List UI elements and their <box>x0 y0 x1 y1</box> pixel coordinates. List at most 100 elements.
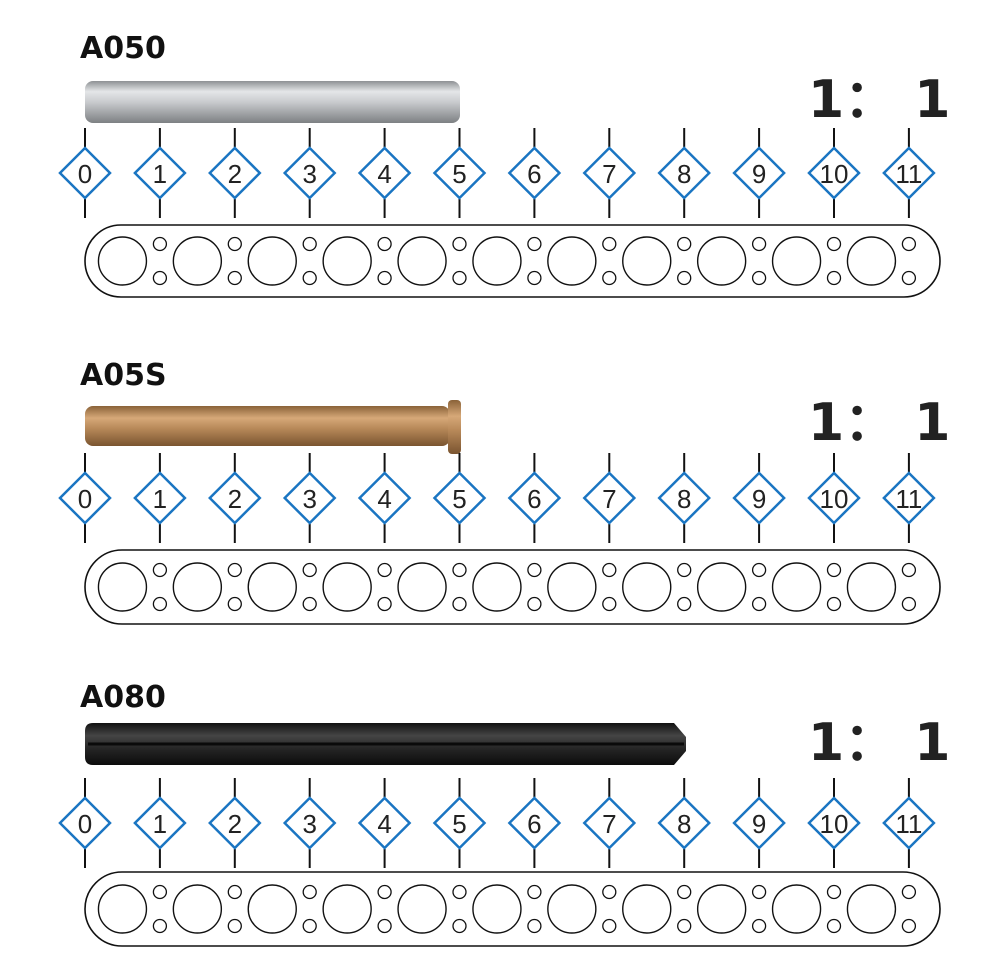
ruler-number: 8 <box>677 809 691 839</box>
beam-hole-small <box>527 270 542 286</box>
beam-hole-small <box>901 270 917 286</box>
beam-hole-large <box>247 884 297 934</box>
ruler-number: 7 <box>602 809 616 839</box>
rod-body <box>85 406 450 446</box>
beam-hole-large <box>247 562 297 612</box>
ruler-mark: 6 <box>507 453 562 543</box>
scale-ratio: 1： 1 <box>808 70 950 130</box>
ruler-number: 1 <box>153 159 167 189</box>
ruler-diamond <box>807 471 861 525</box>
ruler-number: 4 <box>377 809 391 839</box>
ruler-mark: 5 <box>432 128 487 218</box>
ruler-mark: 8 <box>657 453 711 543</box>
beam-hole-small <box>751 562 767 578</box>
beam-hole-large <box>472 884 522 934</box>
beam-hole-small <box>152 884 168 900</box>
ruler-mark: 7 <box>582 778 637 868</box>
ruler-number: 9 <box>752 484 766 514</box>
beam-hole-large <box>846 884 897 934</box>
beam-hole-small <box>826 884 842 900</box>
ruler-diamond <box>732 471 786 525</box>
scale-ratio: 1： 1 <box>808 393 950 453</box>
ruler-diamond <box>432 796 487 850</box>
beam-hole-small <box>677 562 692 578</box>
ruler-mark: 1 <box>133 453 187 543</box>
beam-hole-small <box>377 270 392 286</box>
ruler-mark: 5 <box>432 778 487 868</box>
beam-hole-small <box>152 562 168 578</box>
beam-hole-small <box>302 884 317 900</box>
ruler-number: 1 <box>153 809 167 839</box>
ruler-diamond <box>133 796 187 850</box>
beam-hole-large <box>397 884 447 934</box>
beam-hole-large <box>322 562 372 612</box>
ruler-number: 7 <box>602 159 616 189</box>
beam-hole-small <box>452 270 467 286</box>
beam-hole-small <box>227 270 242 286</box>
ruler-diamond <box>357 471 412 525</box>
beam-hole-large <box>397 562 447 612</box>
beam-hole-small <box>901 562 917 578</box>
ruler-mark: 3 <box>282 778 337 868</box>
ruler-number: 4 <box>377 484 391 514</box>
beam-hole-small <box>302 596 317 612</box>
ruler-diamond <box>582 796 637 850</box>
beam-hole-large <box>172 884 223 934</box>
beam-hole-small <box>227 596 242 612</box>
beam-hole-large <box>472 236 522 286</box>
ruler-diamond <box>657 796 711 850</box>
ruler-number: 0 <box>78 484 92 514</box>
beam-hole-large <box>97 884 148 934</box>
ruler-diamond <box>58 796 112 850</box>
part-label: A050 <box>80 31 166 66</box>
scale-ratio: 1： 1 <box>808 713 950 773</box>
ruler-diamond <box>208 796 262 850</box>
rod-body <box>85 81 460 123</box>
beam-hole-large <box>472 562 522 612</box>
ruler-diamond <box>882 471 936 525</box>
beam-hole-small <box>227 562 242 578</box>
beam-hole-small <box>377 884 392 900</box>
ruler-number: 2 <box>228 484 242 514</box>
ruler-number: 7 <box>602 484 616 514</box>
beam-hole-small <box>527 884 542 900</box>
beam-hole-large <box>247 236 297 286</box>
beam-hole-small <box>901 918 917 934</box>
ruler-number: 0 <box>78 159 92 189</box>
ruler-mark: 4 <box>357 128 412 218</box>
beam-hole-small <box>602 236 617 252</box>
ruler-mark: 2 <box>208 778 262 868</box>
ruler-diamond <box>133 146 187 200</box>
beam-hole-large <box>547 562 597 612</box>
beam-hole-large <box>696 884 747 934</box>
beam-hole-large <box>322 236 372 286</box>
ruler-number: 11 <box>895 159 922 189</box>
ruler-number: 8 <box>677 159 691 189</box>
ruler-diamond <box>282 146 337 200</box>
ruler-number: 3 <box>302 484 316 514</box>
ruler-mark: 5 <box>432 453 487 543</box>
ruler-mark: 1 <box>133 128 187 218</box>
ruler-diamond <box>732 146 786 200</box>
ruler-mark: 11 <box>882 453 936 543</box>
ruler-mark: 11 <box>882 778 936 868</box>
ruler-diamond <box>732 796 786 850</box>
ruler-mark: 7 <box>582 453 637 543</box>
part-label: A080 <box>80 680 166 715</box>
part-label: A05S <box>80 358 167 393</box>
beam-hole-small <box>901 596 917 612</box>
ruler-diamond <box>58 146 112 200</box>
ruler-diamond <box>582 471 637 525</box>
beam-hole-small <box>302 236 317 252</box>
ruler-number: 0 <box>78 809 92 839</box>
ruler-mark: 2 <box>208 453 262 543</box>
ruler-mark: 10 <box>807 128 861 218</box>
beam-hole-small <box>901 236 917 252</box>
ruler-mark: 2 <box>208 128 262 218</box>
ruler-diamond <box>282 796 337 850</box>
